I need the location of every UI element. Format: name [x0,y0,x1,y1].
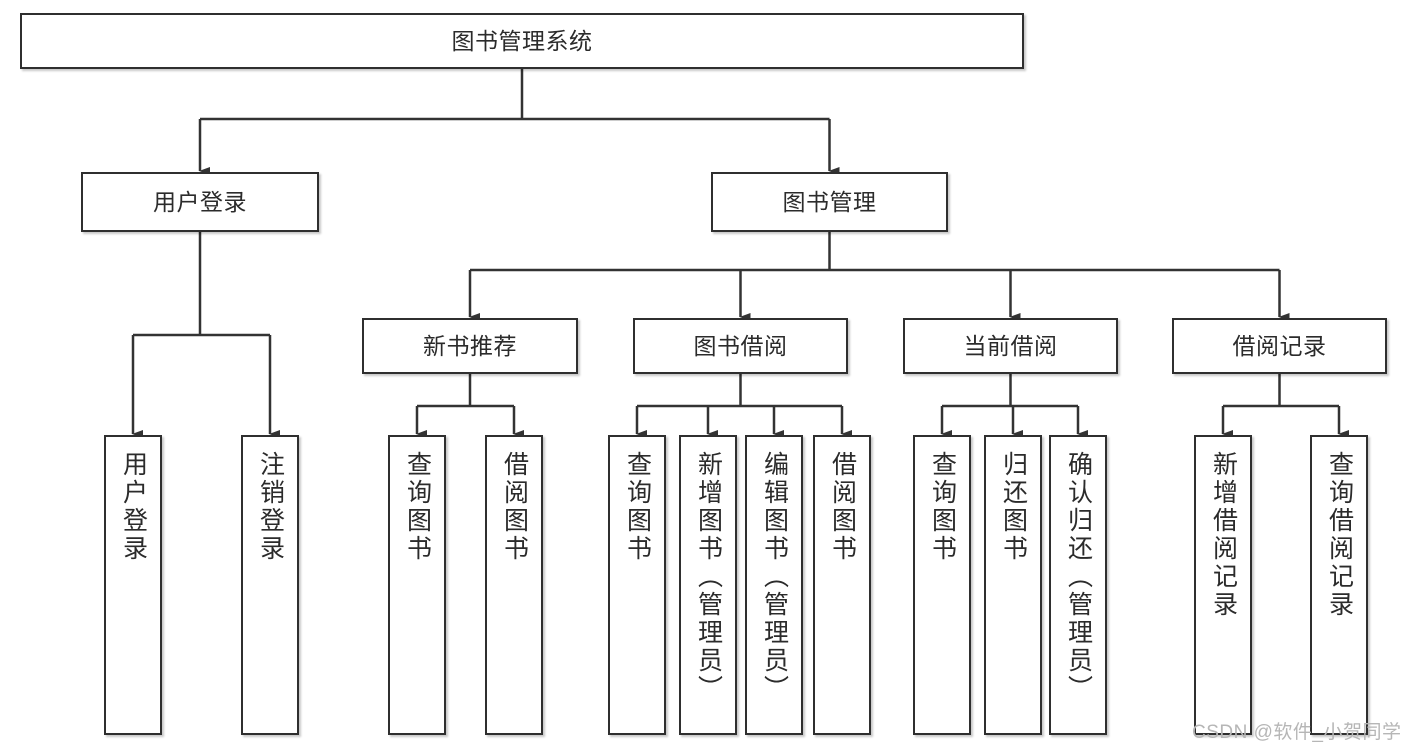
node-label-records: 借阅记录 [1232,332,1327,359]
node-n-borrow[interactable]: 借阅图书 [485,435,543,735]
node-label-b-query: 查询图书 [623,451,652,563]
node-label-b-add: 新增图书（管理员） [694,451,723,703]
node-label-c-return: 归还图书 [999,451,1028,563]
node-c-query[interactable]: 查询图书 [913,435,971,735]
node-label-current: 当前借阅 [963,332,1058,359]
node-n-query[interactable]: 查询图书 [388,435,446,735]
node-label-c-query: 查询图书 [928,451,957,563]
node-label-b-borrow: 借阅图书 [828,451,857,563]
node-c-return[interactable]: 归还图书 [984,435,1042,735]
node-c-confirm[interactable]: 确认归还（管理员） [1049,435,1107,735]
node-b-edit[interactable]: 编辑图书（管理员） [745,435,803,735]
node-b-borrow[interactable]: 借阅图书 [813,435,871,735]
node-r-add[interactable]: 新增借阅记录 [1194,435,1252,735]
node-b-query[interactable]: 查询图书 [608,435,666,735]
watermark: CSDN @软件_小贺同学 [1192,722,1402,743]
node-current[interactable]: 当前借阅 [903,318,1118,374]
node-b-add[interactable]: 新增图书（管理员） [679,435,737,735]
node-root[interactable]: 图书管理系统 [20,13,1024,69]
node-label-n-borrow: 借阅图书 [500,451,529,563]
node-label-bookmgmt: 图书管理 [782,188,877,215]
node-label-l-login: 用户登录 [119,451,148,563]
node-bookmgmt[interactable]: 图书管理 [711,172,948,232]
node-label-borrow: 图书借阅 [693,332,788,359]
node-r-query[interactable]: 查询借阅记录 [1310,435,1368,735]
node-label-newbook: 新书推荐 [423,332,517,359]
node-label-c-confirm: 确认归还（管理员） [1064,451,1093,703]
node-label-n-query: 查询图书 [403,451,432,563]
node-label-l-logout: 注销登录 [256,451,285,563]
node-l-logout[interactable]: 注销登录 [241,435,299,735]
node-borrow[interactable]: 图书借阅 [633,318,848,374]
node-label-b-edit: 编辑图书（管理员） [760,451,789,703]
node-label-r-add: 新增借阅记录 [1209,451,1238,619]
node-label-root: 图书管理系统 [451,27,593,54]
node-label-r-query: 查询借阅记录 [1325,451,1354,619]
node-label-login: 用户登录 [153,188,247,215]
node-records[interactable]: 借阅记录 [1172,318,1387,374]
node-l-login[interactable]: 用户登录 [104,435,162,735]
node-login[interactable]: 用户登录 [81,172,319,232]
node-newbook[interactable]: 新书推荐 [362,318,578,374]
